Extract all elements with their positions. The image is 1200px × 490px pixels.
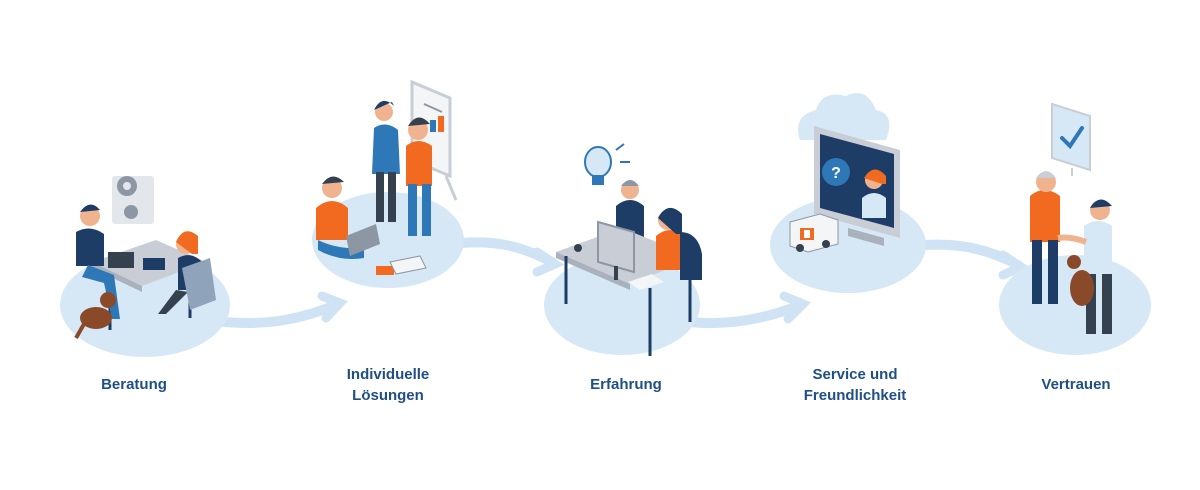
arrow-3-4 [685,300,805,329]
svg-text:?: ? [831,165,841,182]
cloud-icon [798,93,890,140]
gear-icon-small [124,205,138,219]
consultation-illustration [74,176,216,339]
question-bubble-icon [822,158,850,186]
arrow-1-2-head [317,291,348,323]
step-label-erfahrung: Erfahrung [590,376,662,393]
arrow-2-3-head [532,247,565,277]
arrow-3-4-head [779,291,811,324]
handshake-trust-illustration [1030,102,1112,334]
dog-icon [80,307,112,329]
checkmark-sign-icon [1051,102,1091,172]
disc-vertrauen [999,255,1151,355]
step-label-service: Service und Freundlichkeit [803,366,907,404]
whiteboard-team-illustration [316,79,458,275]
dog-icon-2 [1070,270,1094,306]
step-label-beratung: Beratung [101,376,167,393]
cloud-support-monitor-illustration: ? [789,93,900,253]
lightbulb-icon [584,146,612,178]
step-label-vertrauen: Vertrauen [1041,376,1111,393]
step-label-loesungen: Individuelle Lösungen [346,366,430,404]
arrow-1-2 [220,299,343,329]
flow-arrows [220,237,1031,329]
desk-experience-illustration [556,143,702,356]
arrow-4-5-head [998,250,1031,280]
